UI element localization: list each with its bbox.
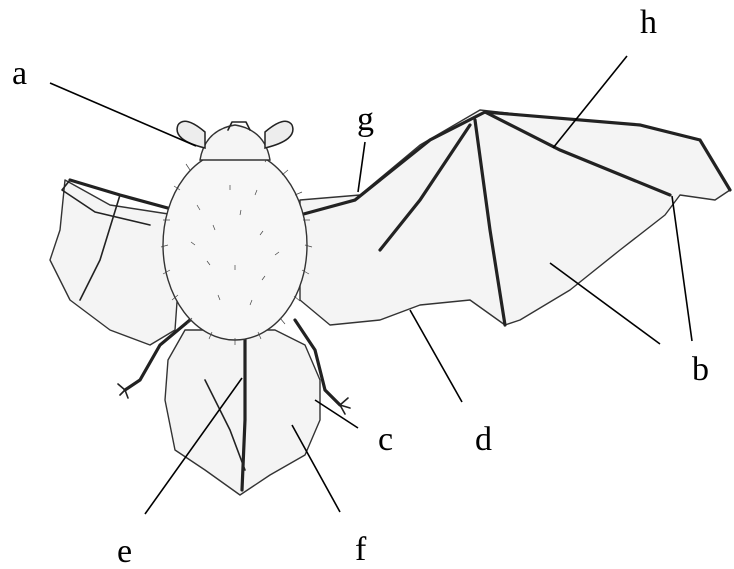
label-g: g (357, 101, 374, 138)
leader-c (315, 400, 358, 428)
tail-membrane (165, 330, 320, 495)
left-wing (50, 180, 180, 345)
right-ear (265, 121, 293, 148)
label-e: e (117, 533, 132, 569)
bat-head (177, 121, 293, 160)
label-b: b (692, 351, 709, 388)
label-f: f (355, 531, 367, 568)
bat-body (161, 148, 312, 345)
label-h: h (640, 4, 657, 41)
label-a: a (12, 55, 27, 92)
leader-a (50, 83, 196, 146)
leader-f (292, 425, 340, 512)
leader-b2 (550, 263, 660, 344)
leader-d (410, 310, 462, 402)
label-c: c (378, 421, 393, 458)
leader-b1 (672, 196, 692, 341)
label-d: d (475, 421, 492, 458)
leader-g (358, 142, 365, 192)
